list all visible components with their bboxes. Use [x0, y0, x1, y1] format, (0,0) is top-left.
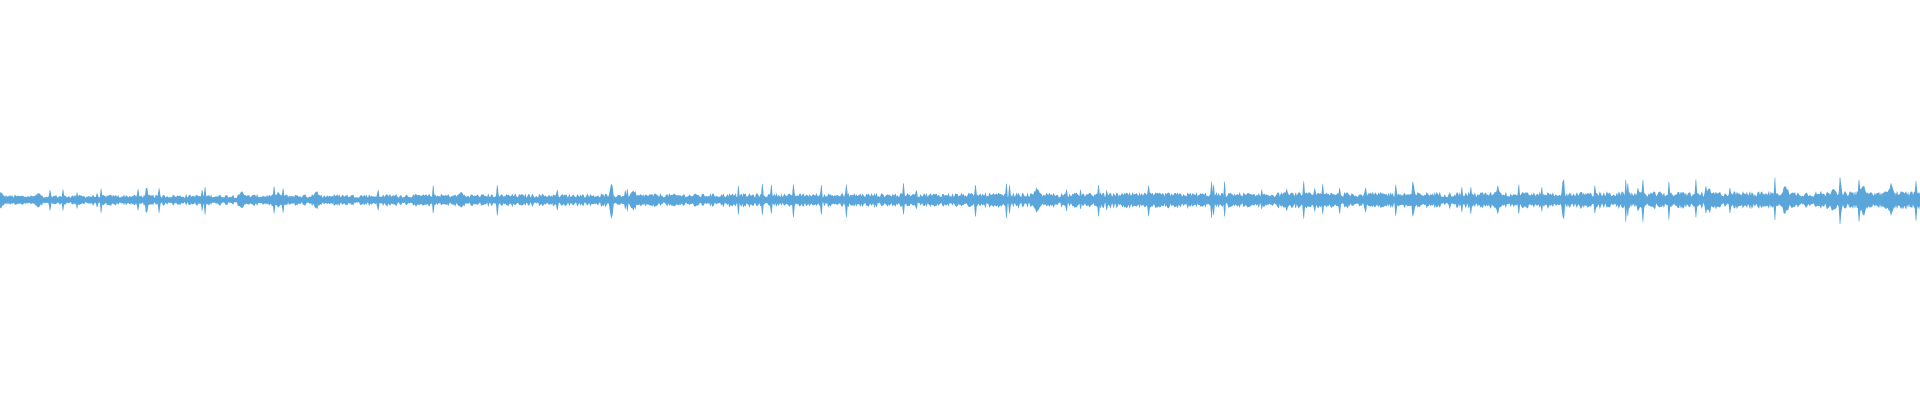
waveform-path: [0, 177, 1920, 225]
